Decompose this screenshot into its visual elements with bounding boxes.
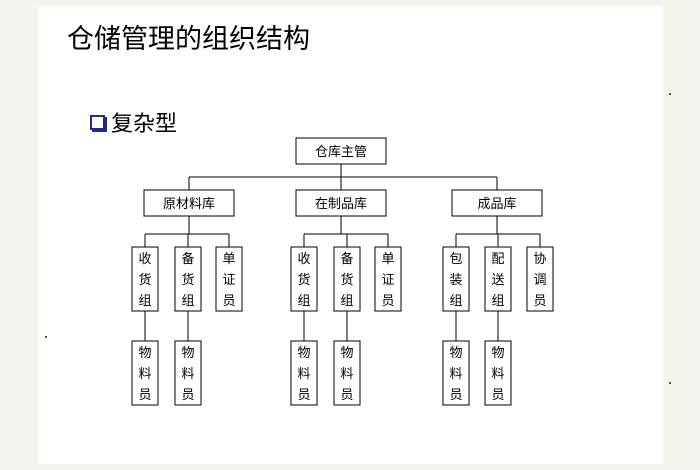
node-l3-0-1: 备货组	[174, 246, 202, 312]
edge-speck-2	[45, 336, 47, 338]
node-l3-2-0-box	[442, 246, 470, 312]
node-l3-1-2: 单证员	[374, 246, 402, 312]
node-l3-0-2-label: 单证员	[222, 252, 235, 309]
bullet-row: 复杂型	[90, 106, 177, 138]
node-l3-0-2-box	[215, 246, 243, 312]
node-l2-0: 原材料库	[143, 189, 235, 217]
node-l4-1-1-box	[333, 340, 361, 406]
edge-speck-0	[669, 93, 671, 95]
node-l3-1-0-label: 收货组	[297, 252, 310, 309]
node-l3-0-0: 收货组	[131, 246, 159, 312]
slide-title: 仓储管理的组织结构	[67, 24, 310, 55]
node-l3-2-1: 配送组	[484, 246, 512, 312]
edge-speck-1	[669, 382, 671, 384]
node-l4-2-0-box	[442, 340, 470, 406]
node-root: 仓库主管	[295, 137, 387, 165]
node-l3-1-2-box	[374, 246, 402, 312]
node-l2-1: 在制品库	[295, 189, 387, 217]
node-l4-0-1-box	[174, 340, 202, 406]
node-root-label: 仓库主管	[315, 144, 367, 160]
node-l3-2-2-box	[526, 246, 554, 312]
node-l4-2-0-label: 物料员	[449, 346, 462, 403]
node-l2-2-label: 成品库	[477, 196, 516, 212]
node-l3-2-2: 协调员	[526, 246, 554, 312]
node-l4-0-0: 物料员	[131, 340, 159, 406]
node-l4-2-0: 物料员	[442, 340, 470, 406]
checkbox-bullet-icon	[90, 114, 105, 130]
node-l4-0-0-label: 物料员	[138, 346, 151, 403]
node-l3-1-1-label: 备货组	[340, 251, 353, 309]
node-l3-1-1-box	[333, 246, 361, 312]
node-l4-1-1: 物料员	[333, 340, 361, 406]
node-l3-2-1-box	[484, 246, 512, 312]
node-l3-2-0: 包装组	[442, 246, 470, 312]
node-l2-2-box	[451, 189, 543, 217]
node-l4-2-1-box	[484, 340, 512, 406]
node-root-box	[295, 137, 387, 165]
node-l4-0-0-box	[131, 340, 159, 406]
node-l4-2-1-label: 物料员	[491, 346, 504, 403]
node-l4-1-1-label: 物料员	[340, 346, 353, 403]
node-l3-0-0-label: 收货组	[138, 252, 151, 309]
node-l2-0-label: 原材料库	[163, 196, 215, 212]
node-l4-1-0-label: 物料员	[297, 346, 310, 403]
node-l3-2-2-label: 协调员	[533, 252, 546, 309]
node-l2-2: 成品库	[451, 189, 543, 217]
node-l3-1-0: 收货组	[290, 246, 318, 312]
node-l3-2-0-label: 包装组	[449, 252, 462, 309]
node-l3-0-1-label: 备货组	[181, 251, 194, 309]
bullet-text: 复杂型	[111, 112, 178, 137]
node-l2-0-box	[143, 189, 235, 217]
node-l4-2-1: 物料员	[484, 340, 512, 406]
node-l3-0-2: 单证员	[215, 246, 243, 312]
node-l2-1-label: 在制品库	[315, 196, 367, 212]
node-l3-1-1: 备货组	[333, 246, 361, 312]
node-l4-0-1-label: 物料员	[181, 346, 194, 403]
node-l4-1-0-box	[290, 340, 318, 406]
node-l3-0-0-box	[131, 246, 159, 312]
node-l3-2-1-label: 配送组	[491, 252, 504, 309]
node-l4-0-1: 物料员	[174, 340, 202, 406]
node-l4-1-0: 物料员	[290, 340, 318, 406]
node-l3-1-2-label: 单证员	[381, 252, 394, 309]
